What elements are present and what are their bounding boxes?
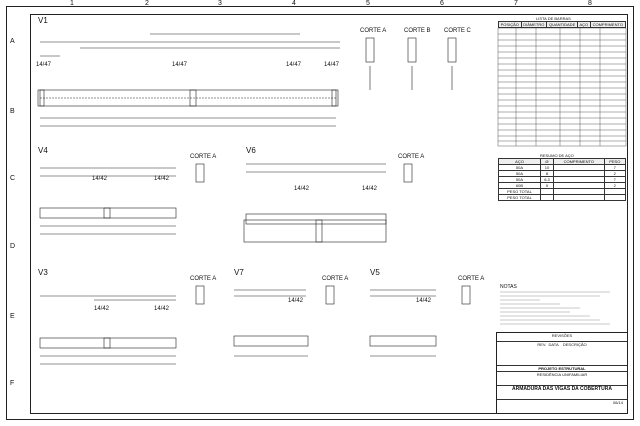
beam-mid-label: 14/47 xyxy=(172,62,188,68)
steel-list-table: POSIÇÃO DIÂMETRO QUANTIDADE AÇO COMPRIME… xyxy=(498,21,627,28)
beam-label-v5: V5 xyxy=(370,268,380,277)
steel-summary-table: AÇO Ø COMPRIMENTO PESO 50A 10 7 50A 8 2 … xyxy=(498,158,627,201)
steel-summary-title: RESUMO DE AÇO xyxy=(540,153,574,158)
row-letter: C xyxy=(10,175,16,182)
beam-mid-label: 14/42 xyxy=(362,186,378,192)
col-number: 8 xyxy=(588,0,592,7)
row-letter: F xyxy=(10,380,15,387)
table-row: PESO TOTAL xyxy=(498,194,627,201)
beam-label-v7: V7 xyxy=(234,268,244,277)
beam-label-v6: V6 xyxy=(246,146,256,155)
col-number: 4 xyxy=(292,0,296,7)
col-number: 2 xyxy=(145,0,149,7)
client-name: RESIDÊNCIA UNIFAMILIAR xyxy=(497,371,627,377)
section-label: CORTE A xyxy=(190,154,217,160)
beam-label-v4: V4 xyxy=(38,146,48,155)
revision-header: REV. DATA DESCRIÇÃO xyxy=(497,341,627,347)
sheet-number: 06/14 xyxy=(497,399,627,405)
beam-mid-label: 14/47 xyxy=(324,62,340,68)
section-label: CORTE B xyxy=(404,28,431,34)
beam-mid-label: 14/42 xyxy=(154,176,170,182)
project-title: PROJETO ESTRUTURAL xyxy=(497,365,627,371)
beam-label-v3: V3 xyxy=(38,268,48,277)
beam-mid-label: 14/42 xyxy=(294,186,310,192)
table-header: AÇO xyxy=(577,21,591,28)
beam-label-v1: V1 xyxy=(38,16,48,25)
outer-frame xyxy=(6,6,634,420)
col-number: 7 xyxy=(514,0,518,7)
col-number: 3 xyxy=(218,0,222,7)
notes-title: NOTAS xyxy=(500,284,517,290)
revision-col: REV. xyxy=(537,342,547,347)
row-letter: A xyxy=(10,38,15,45)
steel-list-title: LISTA DE BARRAS xyxy=(536,16,571,21)
beam-mid-label: 14/42 xyxy=(288,298,304,304)
beam-mid-label: 14/47 xyxy=(286,62,302,68)
col-number: 1 xyxy=(70,0,74,7)
row-letter: D xyxy=(10,243,16,250)
revision-col: DESCRIÇÃO xyxy=(562,342,587,347)
col-number: 5 xyxy=(366,0,370,7)
revision-col: DATA xyxy=(548,342,559,347)
col-number: 6 xyxy=(440,0,444,7)
beam-mid-label: 14/42 xyxy=(154,306,170,312)
beam-mid-label: 14/42 xyxy=(92,176,108,182)
revision-title: REVISÕES xyxy=(551,333,573,338)
row-letter: B xyxy=(10,108,15,115)
table-header: COMPRIMENTO xyxy=(589,21,627,28)
title-block: REVISÕES REV. DATA DESCRIÇÃO PROJETO EST… xyxy=(496,332,628,414)
section-label: CORTE A xyxy=(322,276,349,282)
beam-mid-label: 14/47 xyxy=(36,62,52,68)
section-label: CORTE A xyxy=(360,28,387,34)
section-label: CORTE C xyxy=(444,28,471,34)
table-cell: PESO TOTAL xyxy=(498,194,541,201)
drawing-title: ARMADURA DAS VIGAS DA COBERTURA xyxy=(497,385,627,392)
row-letter: E xyxy=(10,313,15,320)
drawing-area xyxy=(30,14,628,414)
section-label: CORTE A xyxy=(398,154,425,160)
section-label: CORTE A xyxy=(458,276,485,282)
beam-mid-label: 14/42 xyxy=(94,306,110,312)
section-label: CORTE A xyxy=(190,276,217,282)
beam-mid-label: 14/42 xyxy=(416,298,432,304)
